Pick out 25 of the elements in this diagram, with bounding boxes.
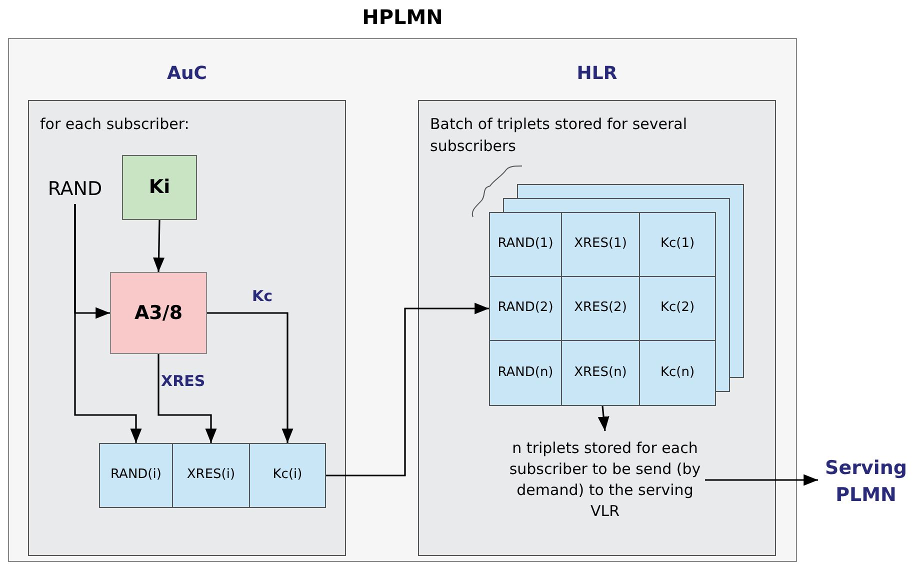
input-label: RAND [39, 174, 111, 204]
arrow [705, 474, 818, 486]
arrow [207, 312, 294, 443]
box-heading: AuC [166, 63, 208, 84]
box-note: for each subscriber: [40, 114, 190, 135]
triplet-table [489, 212, 716, 406]
table-cell: Kc(n) [639, 340, 716, 406]
destination-label: Serving PLMN [818, 455, 914, 509]
box-heading: HLR [576, 63, 618, 84]
box-heading: HPLMN [361, 5, 444, 29]
table-cell: RAND(i) [99, 443, 173, 508]
arrow [158, 354, 217, 443]
arrow [598, 406, 610, 432]
arrow [153, 220, 165, 272]
key-box: Ki [122, 155, 197, 220]
table-cell: Kc(i) [249, 443, 326, 508]
table-cell: RAND(1) [489, 212, 562, 277]
box-note: Batch of triplets stored for several subscribers [430, 114, 688, 157]
algorithm-box: A3/8 [110, 272, 207, 354]
arrow [74, 204, 142, 443]
table-cell: XRES(i) [172, 443, 250, 508]
table-cell: RAND(n) [489, 340, 562, 406]
storage-note: n triplets stored for each subscriber to be send (by demand) to the serving VLR [505, 431, 705, 529]
table-cell: Kc(1) [639, 212, 716, 277]
arrow [326, 302, 489, 476]
